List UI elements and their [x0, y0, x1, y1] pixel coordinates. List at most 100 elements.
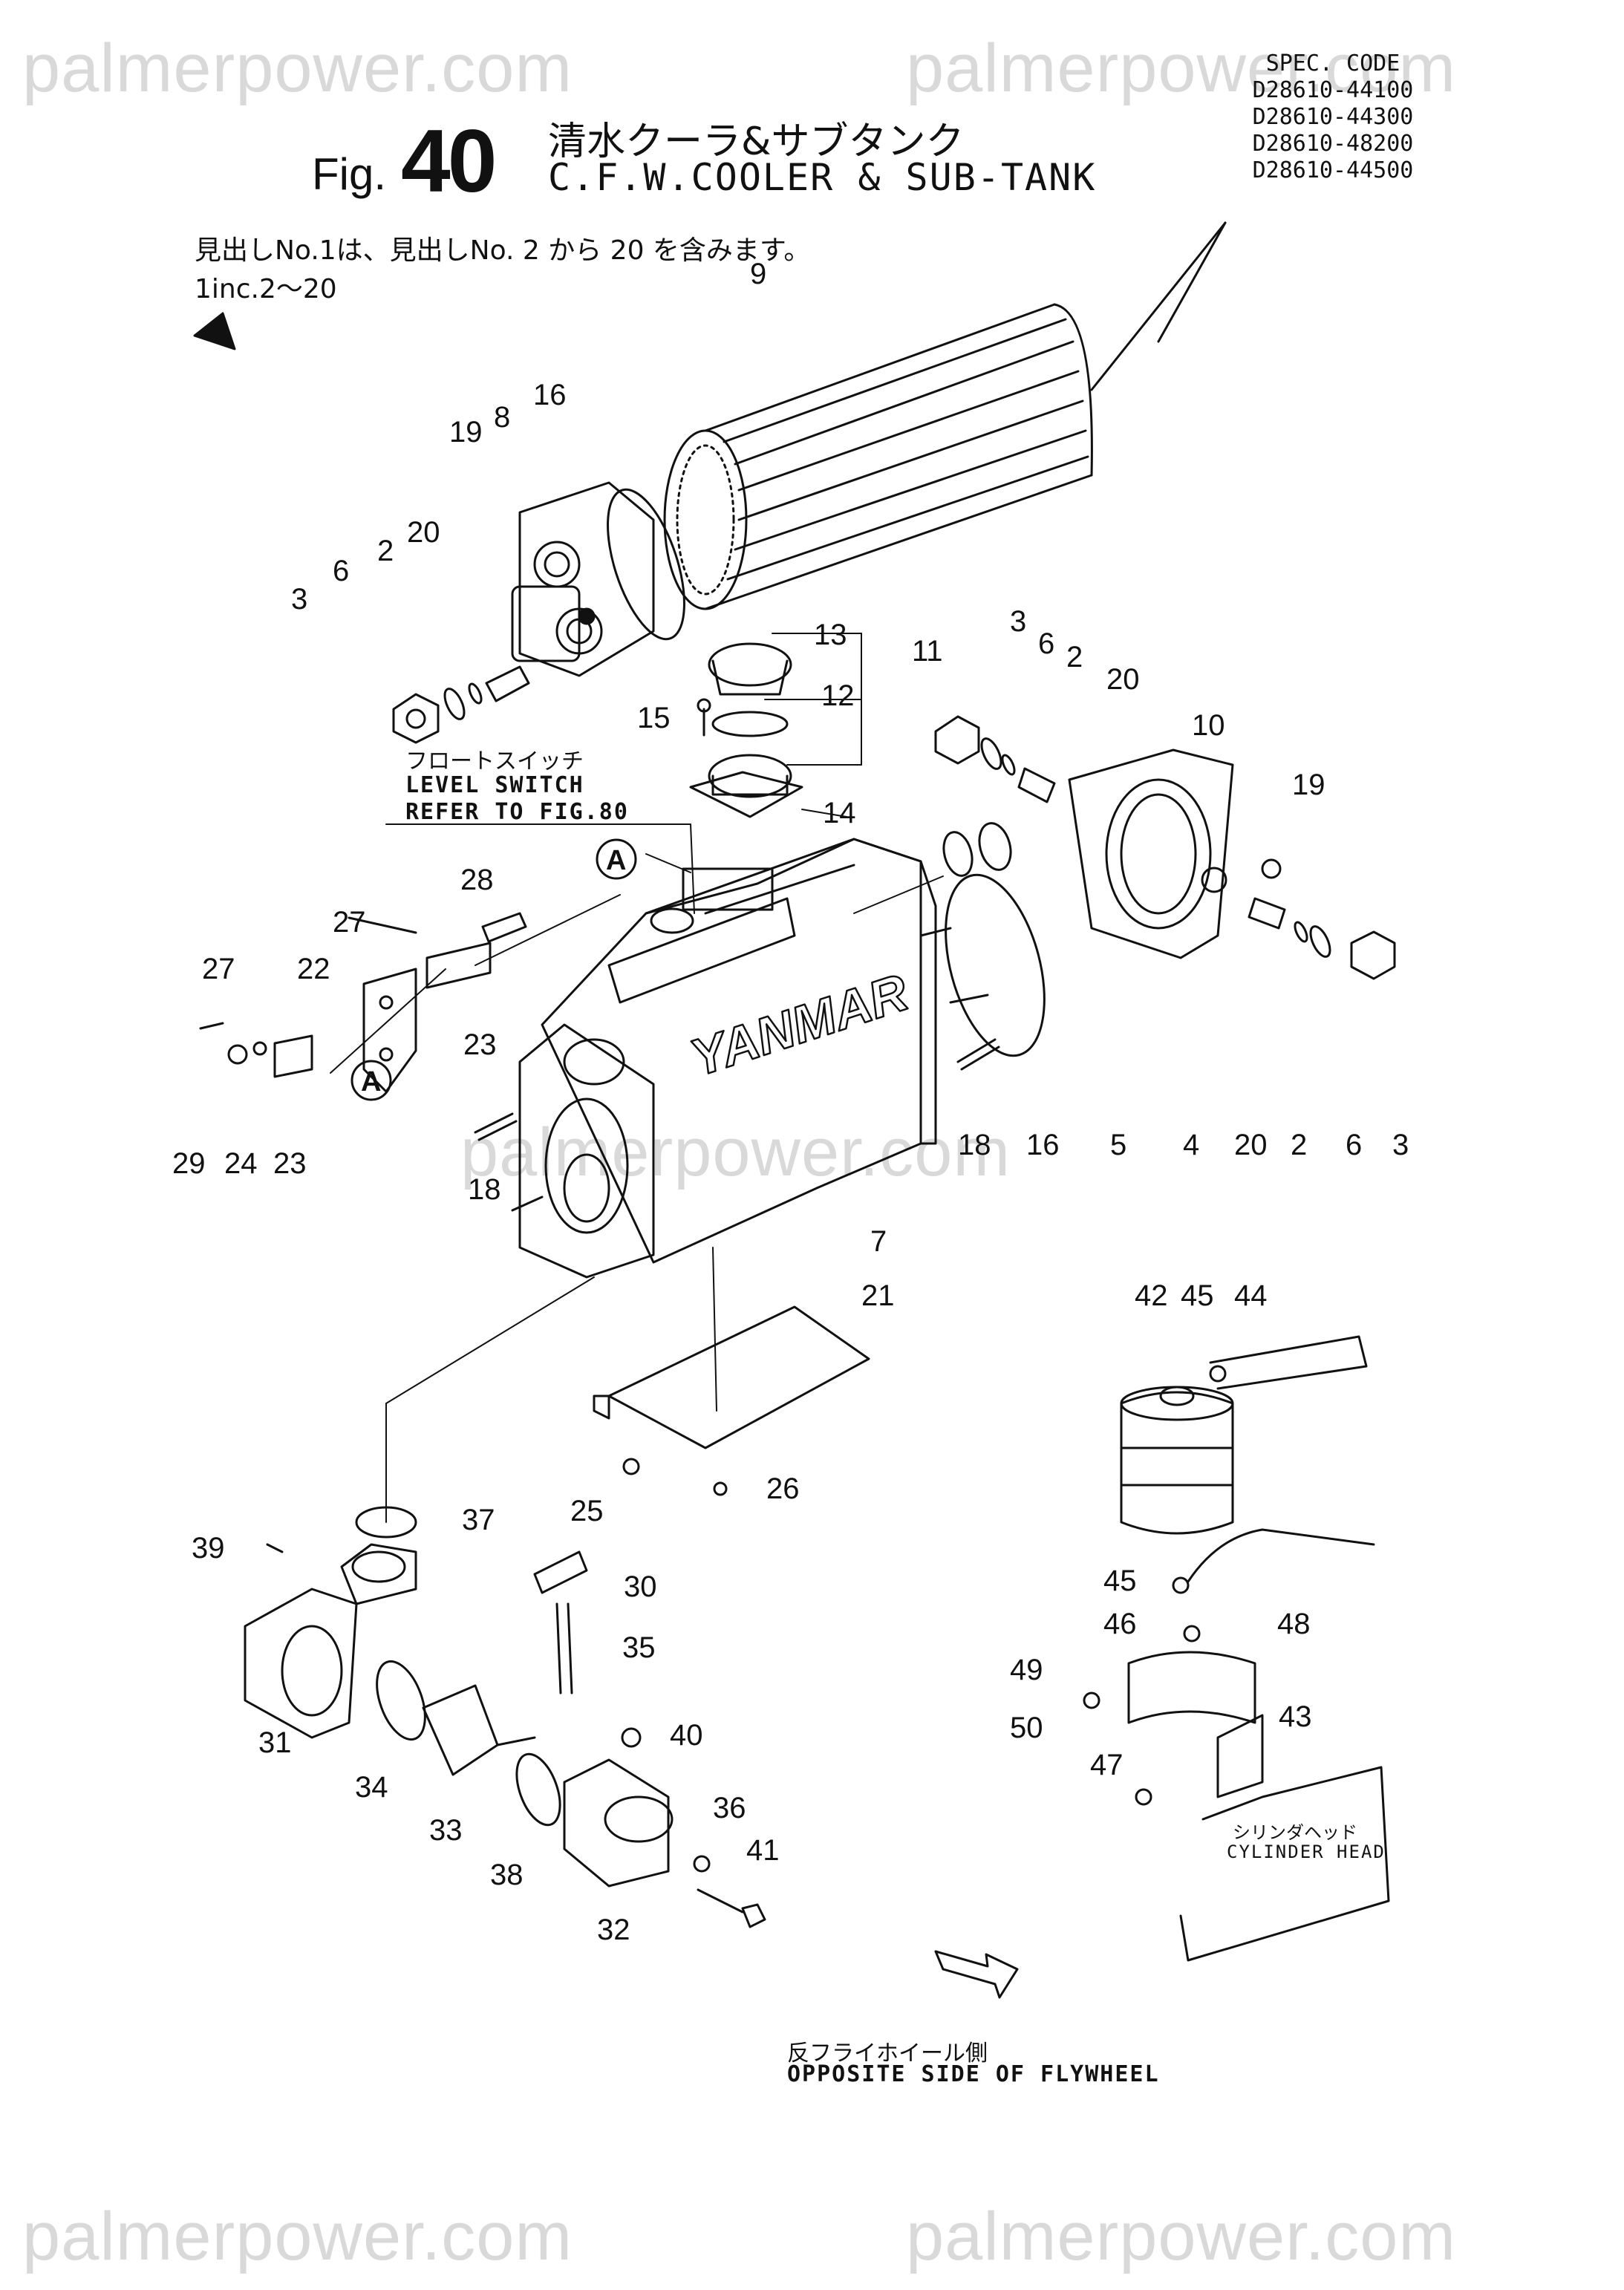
- callout-45: 45: [1181, 1279, 1214, 1312]
- callout-34: 34: [355, 1771, 388, 1804]
- callout-20: 20: [1234, 1129, 1268, 1161]
- callout-6: 6: [1346, 1129, 1362, 1161]
- callout-6: 6: [1038, 627, 1054, 660]
- callout-4: 4: [1183, 1129, 1199, 1161]
- callout-43: 43: [1279, 1700, 1312, 1733]
- flywheel-direction-arrow-icon: [934, 1950, 1019, 1999]
- callout-35: 35: [622, 1631, 656, 1664]
- callout-40: 40: [670, 1719, 703, 1752]
- watermark-bottom-right: palmerpower.com: [906, 2199, 1457, 2274]
- cylinder-head-label-jp: シリンダヘッド: [1233, 1822, 1357, 1843]
- callout-27: 27: [202, 953, 235, 985]
- callout-24: 24: [224, 1147, 258, 1180]
- watermark-center: palmerpower.com: [460, 1115, 1011, 1190]
- callout-3: 3: [291, 583, 307, 616]
- callout-20: 20: [407, 516, 440, 549]
- o-ring-part: [942, 831, 974, 877]
- title-jp: 清水クーラ&サブタンク: [548, 120, 965, 164]
- o-ring-part: [978, 822, 1012, 871]
- thermostat-housing-parts: [244, 1506, 766, 1928]
- callout-5: 5: [1110, 1129, 1126, 1161]
- reference-marker: [596, 838, 637, 880]
- callout-16: 16: [1026, 1129, 1060, 1161]
- callout-47: 47: [1090, 1749, 1124, 1781]
- watermark-bottom-left: palmerpower.com: [22, 2199, 573, 2274]
- callout-19: 19: [1292, 769, 1325, 801]
- callout-23: 23: [463, 1028, 497, 1061]
- callout-19: 19: [449, 416, 483, 448]
- flywheel-side-label-en: OPPOSITE SIDE OF FLYWHEEL: [787, 2061, 1160, 2087]
- callout-20: 20: [1106, 663, 1140, 696]
- callout-27: 27: [333, 906, 366, 939]
- reference-marker-label: A: [361, 1066, 381, 1097]
- callout-3: 3: [1392, 1129, 1409, 1161]
- callout-14: 14: [823, 797, 856, 829]
- spec-code-item: D28610-44500: [1252, 157, 1414, 183]
- tube-bundle-part: [663, 221, 1227, 610]
- callout-39: 39: [192, 1532, 225, 1565]
- callout-16: 16: [533, 379, 567, 411]
- drain-plug-right-upper-set: [934, 715, 1056, 803]
- callout-30: 30: [624, 1570, 657, 1603]
- fig-prefix: Fig.: [312, 149, 387, 199]
- callout-46: 46: [1103, 1608, 1137, 1640]
- callout-2: 2: [377, 535, 394, 567]
- watermark-top-right: palmerpower.com: [906, 30, 1457, 106]
- spec-code-item: D28610-48200: [1252, 131, 1414, 157]
- callout-37: 37: [462, 1504, 495, 1536]
- filler-cap-assembly: [689, 642, 803, 818]
- level-switch-reference: REFER TO FIG.80: [405, 799, 629, 825]
- brand-text: YANMAR: [684, 963, 916, 1088]
- callout-18: 18: [468, 1173, 501, 1206]
- callout-10: 10: [1192, 709, 1225, 742]
- end-cover-right-part: [1068, 748, 1234, 959]
- callout-31: 31: [258, 1726, 292, 1759]
- callout-7: 7: [870, 1225, 887, 1258]
- inclusion-note-en: 1inc.2～20: [195, 274, 337, 304]
- callout-41: 41: [746, 1834, 780, 1867]
- callout-11: 11: [912, 635, 943, 668]
- callout-18: 18: [958, 1129, 991, 1161]
- callout-22: 22: [297, 953, 330, 985]
- reference-marker: [350, 1060, 392, 1101]
- o-ring-part: [607, 488, 685, 641]
- leader-lines: [330, 633, 944, 1523]
- reference-marker-label: A: [606, 845, 626, 876]
- callout-32: 32: [597, 1914, 630, 1946]
- callout-45: 45: [1103, 1565, 1137, 1597]
- drain-plug-right-lower-set: [1248, 858, 1396, 980]
- callout-6: 6: [333, 555, 349, 587]
- callout-44: 44: [1234, 1279, 1268, 1312]
- callout-28: 28: [460, 864, 494, 896]
- callout-36: 36: [713, 1792, 746, 1824]
- callout-8: 8: [494, 401, 510, 434]
- callout-2: 2: [1291, 1129, 1307, 1161]
- callout-38: 38: [490, 1859, 524, 1891]
- cooler-housing-part: [518, 838, 989, 1279]
- callout-12: 12: [821, 679, 855, 712]
- title-en: C.F.W.COOLER & SUB-TANK: [548, 156, 1097, 199]
- spec-code-label: SPEC. CODE: [1265, 50, 1400, 76]
- fig-number: 40: [401, 111, 497, 211]
- sub-tank-parts: [1083, 1335, 1390, 1962]
- watermark-top-left: palmerpower.com: [22, 30, 573, 106]
- callout-25: 25: [570, 1495, 604, 1527]
- cylinder-head-label-en: CYLINDER HEAD: [1227, 1842, 1386, 1862]
- bottom-plate-part: [593, 1305, 870, 1496]
- callout-3: 3: [1010, 605, 1026, 638]
- callout-48: 48: [1277, 1608, 1311, 1640]
- callout-49: 49: [1010, 1654, 1043, 1686]
- end-cover-left-part: [511, 481, 655, 677]
- callout-42: 42: [1135, 1279, 1168, 1312]
- spec-code-item: D28610-44100: [1252, 77, 1414, 103]
- o-ring-part: [945, 873, 1046, 1057]
- drain-plug-left-set: [392, 665, 530, 744]
- callout-33: 33: [429, 1814, 463, 1847]
- inclusion-note-jp: 見出しNo.1は、見出しNo. 2 から 20 を含みます。: [195, 235, 811, 266]
- callout-50: 50: [1010, 1712, 1043, 1744]
- level-switch-label-en: LEVEL SWITCH: [405, 772, 584, 798]
- callout-29: 29: [172, 1147, 206, 1180]
- callout-numbers: 9 16 8 19 20 2 6 3 13 11 12 15 14 3 6 2 …: [172, 258, 1409, 1946]
- spec-code-block: SPEC. CODE D28610-44100 D28610-44300 D28…: [1225, 50, 1441, 184]
